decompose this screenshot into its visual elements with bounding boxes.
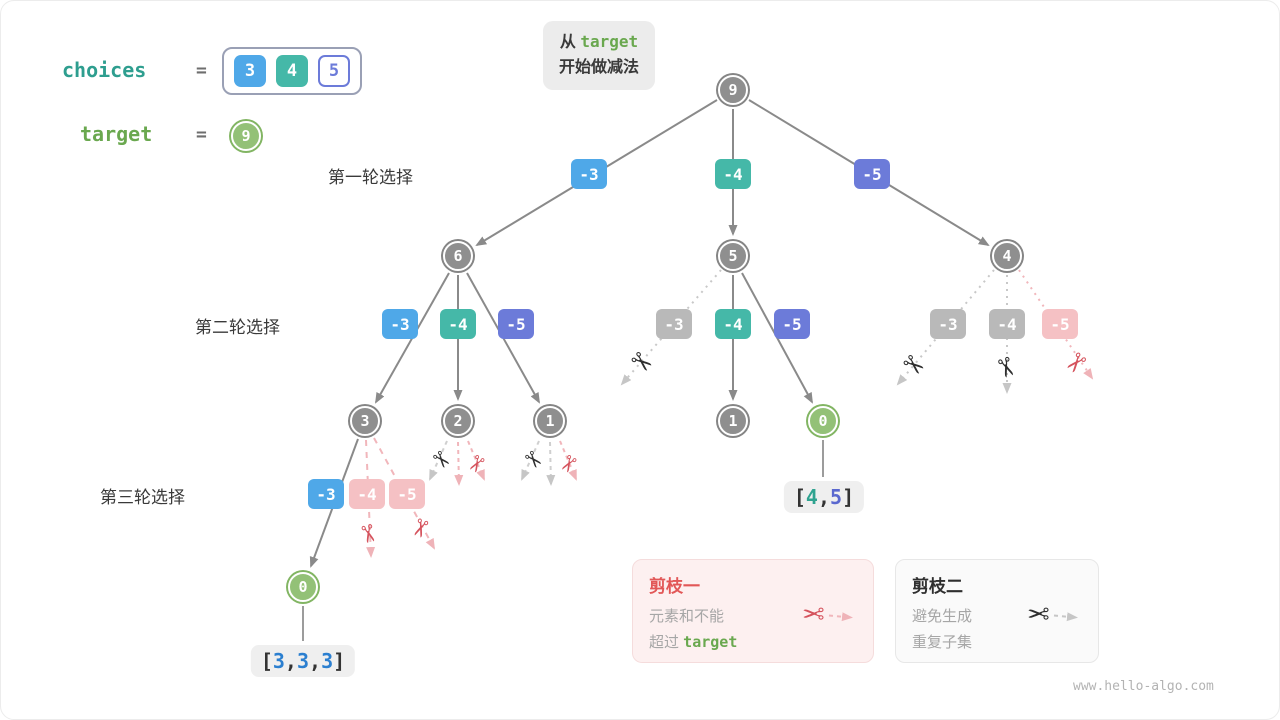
annotation-line-2: 开始做减法 bbox=[559, 58, 640, 76]
legend-icon-group: ✂ bbox=[802, 599, 861, 631]
bracket: [ bbox=[793, 485, 806, 509]
tree-node-1a: 1 bbox=[535, 406, 565, 436]
edge-label-minus5: -5 bbox=[854, 159, 890, 189]
round-label-3: 第三轮选择 bbox=[100, 488, 185, 507]
tree-node-5: 5 bbox=[718, 241, 748, 271]
legend-icon-group: ✂ bbox=[1027, 599, 1086, 631]
choices-label: choices bbox=[62, 58, 147, 82]
root-annotation: 从 target 开始做减法 bbox=[543, 21, 656, 90]
comma: , bbox=[817, 485, 831, 509]
equals-sign: = bbox=[196, 60, 207, 81]
legend-line: 元素和不能 bbox=[649, 608, 725, 625]
legend-pruning-one: 剪枝一 元素和不能 超过 target ✂ bbox=[632, 559, 874, 663]
result-value: 5 bbox=[830, 485, 843, 509]
legend-line: 超过 target bbox=[649, 630, 857, 656]
legend-line: 避免生成 bbox=[912, 608, 973, 625]
result-subset-3-3-3: [3,3,3] bbox=[250, 645, 356, 677]
scissors-black-icon: ✂ bbox=[1027, 599, 1050, 631]
legend-title: 剪枝二 bbox=[912, 577, 963, 596]
edge-label-minus3: -3 bbox=[308, 479, 344, 509]
legend-code: target bbox=[683, 632, 738, 651]
choice-chip-5: 5 bbox=[318, 55, 350, 87]
legend-body: 避免生成 重复子集 bbox=[912, 604, 1082, 655]
choices-box: 3 4 5 bbox=[222, 47, 362, 95]
tree-node-0-solution: 0 bbox=[288, 572, 318, 602]
legend-title: 剪枝一 bbox=[649, 577, 700, 596]
pruning-arrow-icon bbox=[828, 611, 853, 621]
watermark: www.hello-algo.com bbox=[1073, 679, 1214, 694]
tree-node-6: 6 bbox=[443, 241, 473, 271]
edge-label-minus5: -5 bbox=[498, 309, 534, 339]
result-value: 3 bbox=[296, 649, 310, 673]
result-subset-4-5: [4,5] bbox=[783, 481, 865, 513]
edge-label-minus4: -4 bbox=[715, 309, 751, 339]
pruning-arrow-icon bbox=[1053, 611, 1078, 621]
target-label: target bbox=[80, 122, 153, 146]
annotation-code: target bbox=[580, 32, 639, 51]
tree-node-2: 2 bbox=[443, 406, 473, 436]
comma: , bbox=[284, 649, 297, 673]
edge-label-minus5-pruned: -5 bbox=[389, 479, 425, 509]
result-value: 4 bbox=[805, 485, 818, 509]
scissors-red-icon: ✂ bbox=[802, 599, 825, 631]
edge-label-minus3-pruned: -3 bbox=[930, 309, 966, 339]
tree-node-1b: 1 bbox=[718, 406, 748, 436]
bracket: ] bbox=[333, 649, 346, 673]
tree-node-3: 3 bbox=[350, 406, 380, 436]
legend-pruning-two: 剪枝二 避免生成 重复子集 ✂ bbox=[895, 559, 1099, 663]
edge-label-minus3-pruned: -3 bbox=[656, 309, 692, 339]
edge-label-minus4: -4 bbox=[440, 309, 476, 339]
edge-label-minus4: -4 bbox=[715, 159, 751, 189]
bracket: ] bbox=[842, 485, 855, 509]
legend-line: 重复子集 bbox=[912, 633, 973, 651]
comma: , bbox=[309, 649, 322, 673]
result-value: 3 bbox=[272, 649, 285, 673]
choice-chip-4: 4 bbox=[276, 55, 308, 87]
annotation-prefix: 从 bbox=[559, 34, 581, 51]
tree-node-root-9: 9 bbox=[718, 75, 748, 105]
bracket: [ bbox=[260, 649, 273, 673]
equals-sign: = bbox=[196, 124, 207, 145]
legend-text: 超过 bbox=[649, 633, 684, 651]
edge-label-minus5-pruned: -5 bbox=[1042, 309, 1078, 339]
edge-label-minus3: -3 bbox=[571, 159, 607, 189]
choice-chip-3: 3 bbox=[234, 55, 266, 87]
result-value: 3 bbox=[321, 649, 334, 673]
edge-label-minus5: -5 bbox=[774, 309, 810, 339]
edge-label-minus4-pruned: -4 bbox=[349, 479, 385, 509]
round-label-2: 第二轮选择 bbox=[195, 318, 280, 337]
annotation-line-1: 从 target bbox=[559, 30, 639, 56]
edge-label-minus4-pruned: -4 bbox=[989, 309, 1025, 339]
legend-body: 元素和不能 超过 target bbox=[649, 604, 857, 655]
tree-node-0-solution: 0 bbox=[808, 406, 838, 436]
edge-label-minus3: -3 bbox=[382, 309, 418, 339]
tree-node-4: 4 bbox=[992, 241, 1022, 271]
round-label-1: 第一轮选择 bbox=[328, 168, 413, 187]
target-value-node: 9 bbox=[231, 121, 261, 151]
